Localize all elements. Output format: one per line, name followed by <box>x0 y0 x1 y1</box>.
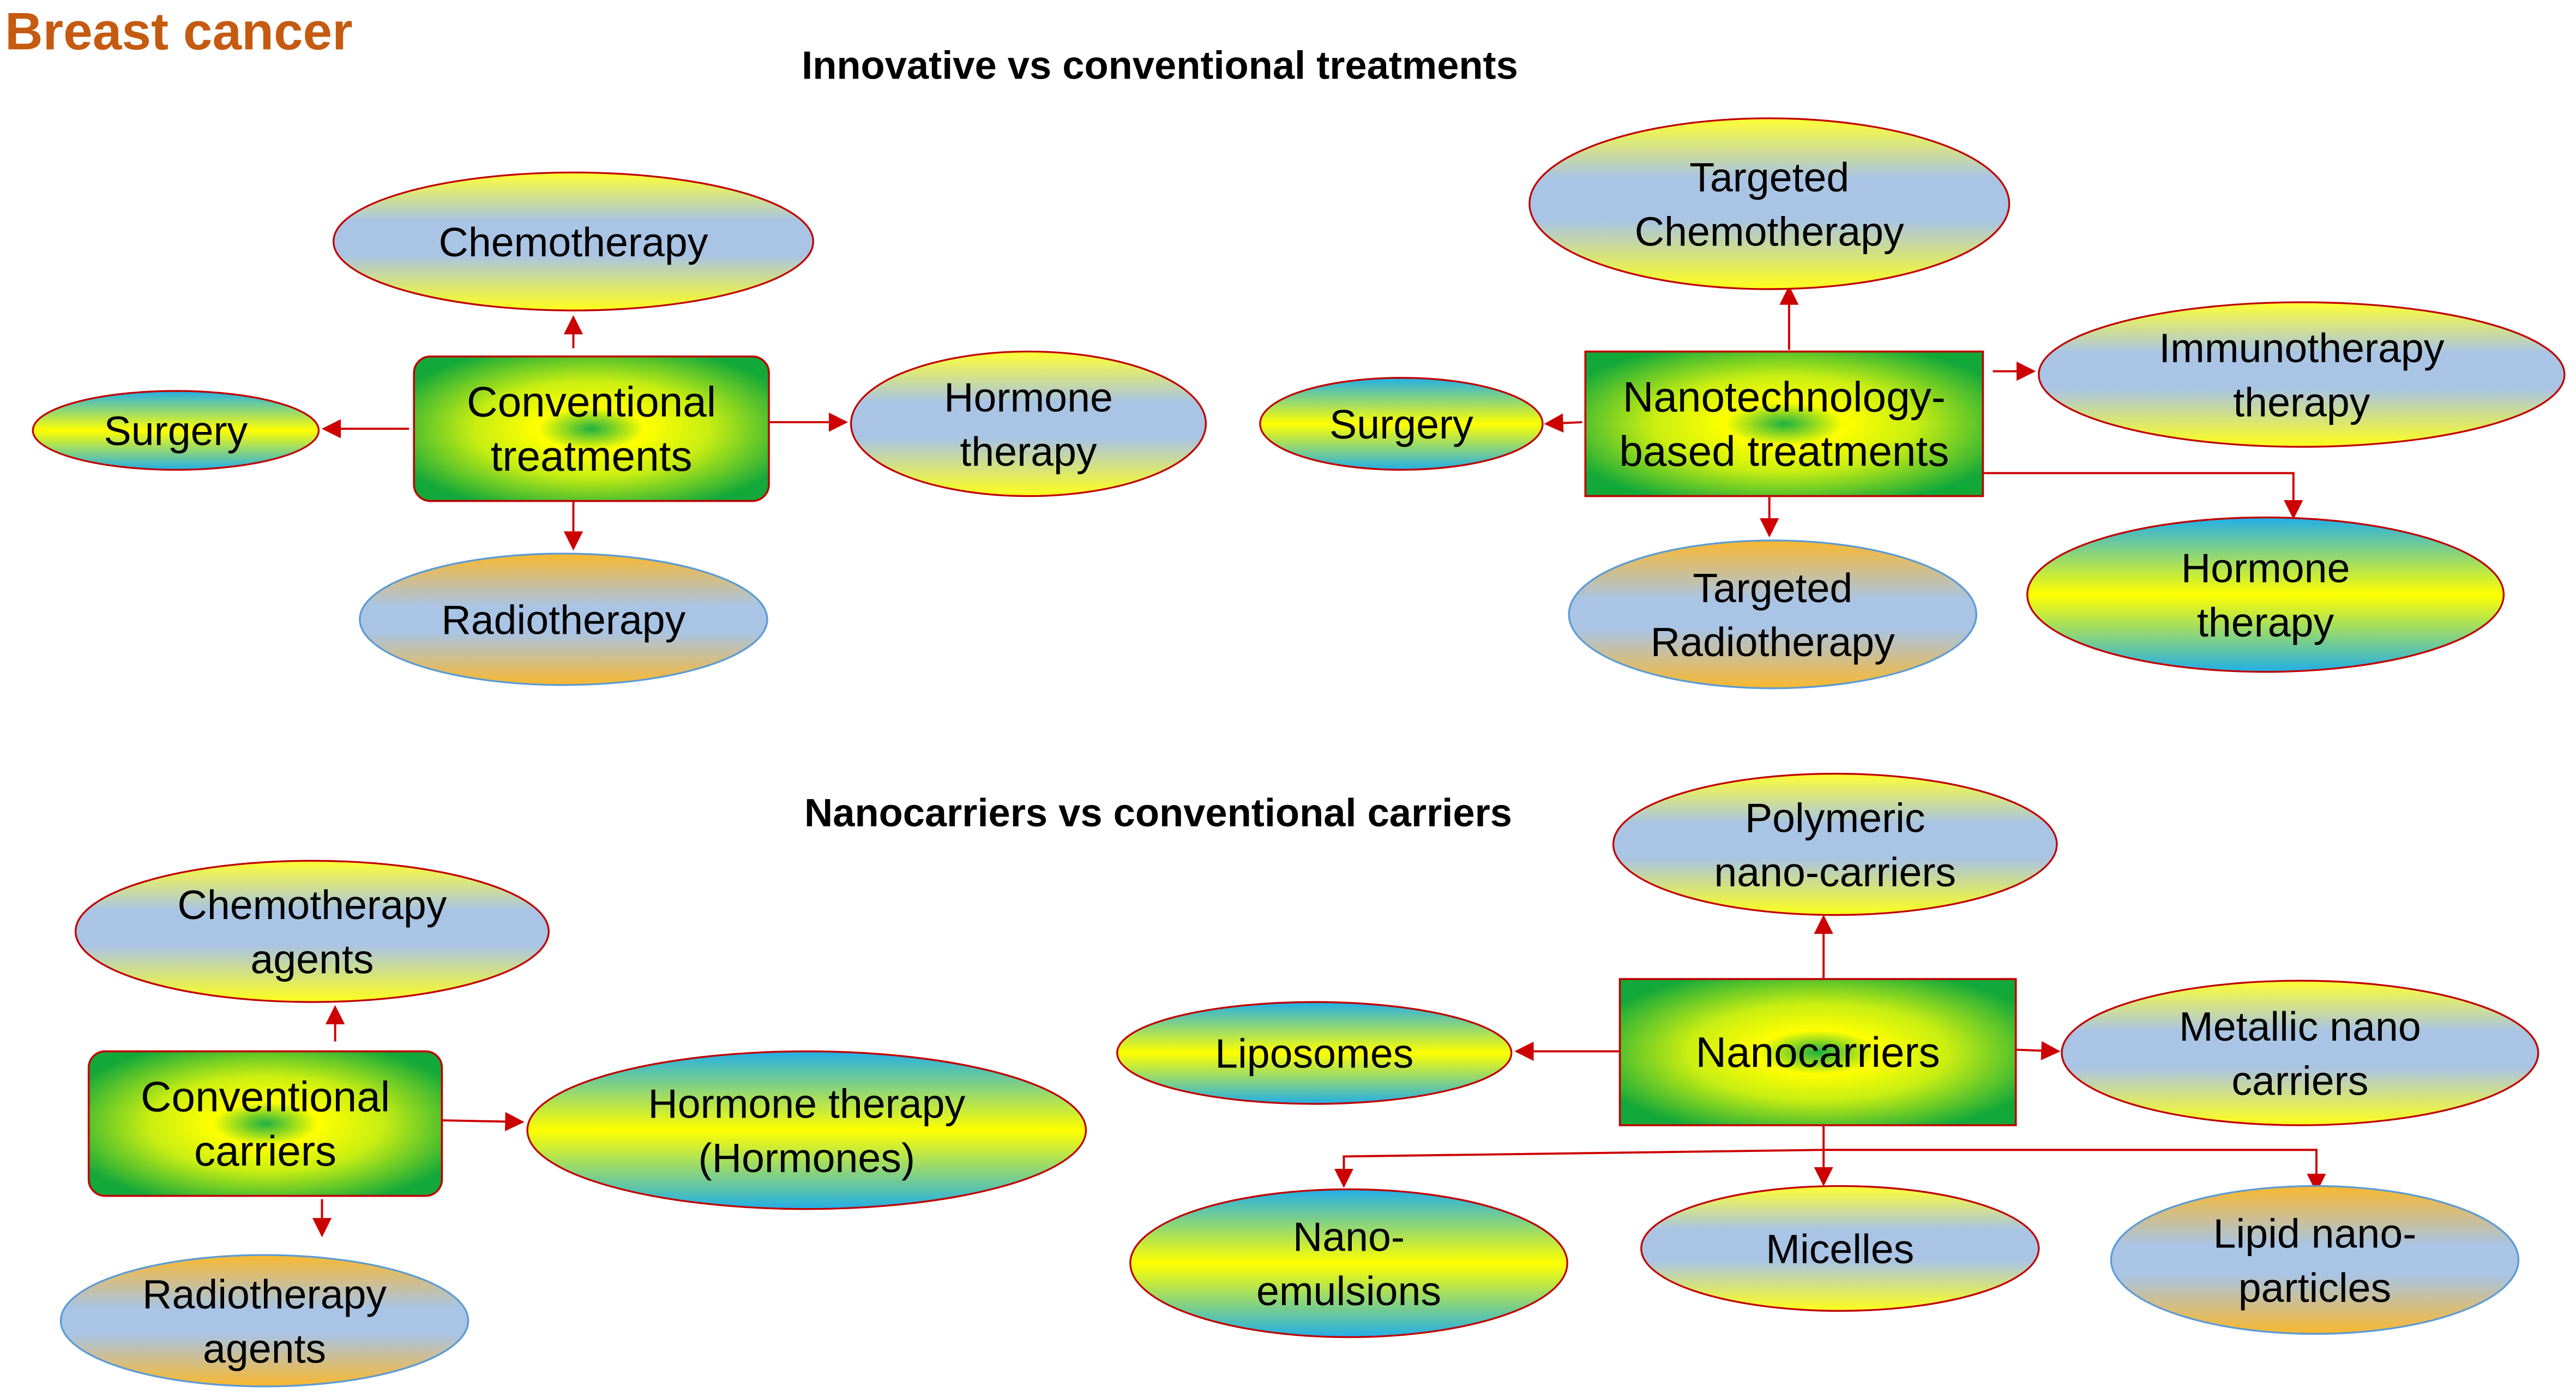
hub-box <box>87 1050 443 1197</box>
node-label-line: Conventional <box>141 1072 390 1120</box>
child-node-hormone-therapy: Hormone therapy <box>2026 517 2505 673</box>
node-label-line: Hormone <box>944 374 1113 420</box>
node-label-line: Immunotherapy <box>2159 325 2445 371</box>
node-label-line: therapy <box>2197 599 2334 645</box>
child-ellipse <box>359 553 768 686</box>
node-label-line: Surgery <box>1329 401 1473 447</box>
node-label-line: based treatments <box>1619 427 1949 475</box>
child-node-micelles: Micelles <box>1640 1185 2040 1312</box>
hub-node-conventional-treatments: Conventional treatments <box>413 355 770 502</box>
child-ellipse <box>32 390 320 471</box>
child-node-hormone-therapy-hormones: Hormone therapy (Hormones) <box>526 1050 1087 1210</box>
child-ellipse <box>59 1254 470 1388</box>
child-node-surgery: Surgery <box>1259 377 1544 471</box>
child-node-radiotherapy: Radiotherapy <box>359 553 768 686</box>
node-label-line: Lipid nano- <box>2213 1210 2417 1256</box>
node-label-line: Metallic nano <box>2179 1004 2421 1049</box>
node-label-line: treatments <box>491 432 693 480</box>
child-node-polymeric-nano-carriers: Polymeric nano-carriers <box>1612 772 2058 916</box>
node-label-line: Micelles <box>1766 1226 1914 1272</box>
node-label-line: Conventional <box>467 378 716 426</box>
hub-node-nanocarriers: Nanocarriers <box>1618 978 2017 1126</box>
hub-box <box>1584 350 1984 497</box>
node-label-line: (Hormones) <box>698 1135 915 1181</box>
child-ellipse <box>1568 539 1978 689</box>
child-node-chemotherapy: Chemotherapy <box>332 171 814 311</box>
child-ellipse <box>1129 1188 1568 1338</box>
connector-arrow <box>1544 413 1582 433</box>
node-label-line: Targeted <box>1693 565 1852 611</box>
child-node-metallic-nano-carriers: Metallic nano carriers <box>2061 980 2539 1126</box>
main-title: Breast cancer <box>5 2 353 61</box>
child-node-surgery: Surgery <box>32 390 320 471</box>
node-label-line: Nano- <box>1293 1214 1405 1259</box>
node-label-line: carriers <box>2231 1058 2368 1103</box>
child-node-hormone-therapy: Hormone therapy <box>850 350 1207 497</box>
connector-layer <box>312 285 2326 1238</box>
node-layer: ConventionaltreatmentsChemotherapySurger… <box>32 117 2566 1388</box>
child-node-chemotherapy-agents: Chemotherapy agents <box>74 860 550 1003</box>
section-heading-carriers: Nanocarriers vs conventional carriers <box>804 791 1512 835</box>
node-label-line: Polymeric <box>1745 795 1925 840</box>
node-label-line: Chemotherapy <box>438 219 708 265</box>
connector-arrow <box>2015 1041 2061 1060</box>
node-label-line: nano-carriers <box>1714 849 1956 895</box>
node-label-line: Chemotherapy <box>1635 208 1904 254</box>
child-ellipse <box>332 171 814 311</box>
node-label-line: Targeted <box>1689 154 1849 200</box>
node-label-line: Nanocarriers <box>1695 1028 1940 1076</box>
child-ellipse <box>1116 1001 1513 1105</box>
node-label-line: Liposomes <box>1215 1031 1413 1077</box>
child-ellipse <box>2038 301 2566 448</box>
node-label-line: Chemotherapy <box>177 882 447 928</box>
connector-arrow <box>1823 1149 2326 1193</box>
node-label-line: Radiotherapy <box>142 1271 387 1317</box>
connector-arrow <box>1334 1125 1825 1188</box>
hub-box <box>1618 978 2017 1126</box>
child-ellipse <box>1259 377 1544 471</box>
node-label-line: Hormone <box>2181 545 2350 591</box>
child-ellipse <box>2026 517 2505 673</box>
child-node-immunotherapy: Immunotherapy therapy <box>2038 301 2566 448</box>
node-label-line: emulsions <box>1256 1268 1441 1314</box>
child-ellipse <box>2110 1185 2520 1335</box>
child-ellipse <box>1612 772 2058 916</box>
connector-arrow <box>1983 472 2303 520</box>
node-label-line: Nanotechnology- <box>1623 373 1946 421</box>
node-label-line: therapy <box>960 429 1097 475</box>
node-label-line: Hormone therapy <box>648 1081 965 1127</box>
hub-node-nanotechnology-treatments: Nanotechnology-based treatments <box>1584 350 1984 497</box>
child-ellipse <box>850 350 1207 497</box>
section-heading-treatments: Innovative vs conventional treatments <box>802 44 1518 88</box>
node-label-line: Surgery <box>104 408 248 454</box>
node-label-line: carriers <box>194 1127 336 1175</box>
child-ellipse <box>74 860 550 1003</box>
hub-node-conventional-carriers: Conventional carriers <box>87 1050 443 1197</box>
node-label-line: agents <box>250 936 374 982</box>
child-node-radiotherapy-agents: Radiotherapy agents <box>59 1254 470 1388</box>
hub-box <box>413 355 770 502</box>
node-label-line: particles <box>2238 1265 2391 1311</box>
child-node-lipid-nano-particles: Lipid nano-particles <box>2110 1185 2520 1335</box>
node-label-line: therapy <box>2233 380 2370 425</box>
child-ellipse <box>1528 117 2011 290</box>
child-node-liposomes: Liposomes <box>1116 1001 1513 1105</box>
node-label-line: agents <box>203 1325 326 1371</box>
child-node-nano-emulsions: Nano-emulsions <box>1129 1188 1568 1338</box>
connector-arrow <box>442 1112 525 1132</box>
child-ellipse <box>1640 1185 2040 1312</box>
node-label-line: Radiotherapy <box>441 597 685 643</box>
child-ellipse <box>526 1050 1087 1210</box>
child-ellipse <box>2061 980 2539 1126</box>
node-label-line: Radiotherapy <box>1651 619 1895 665</box>
